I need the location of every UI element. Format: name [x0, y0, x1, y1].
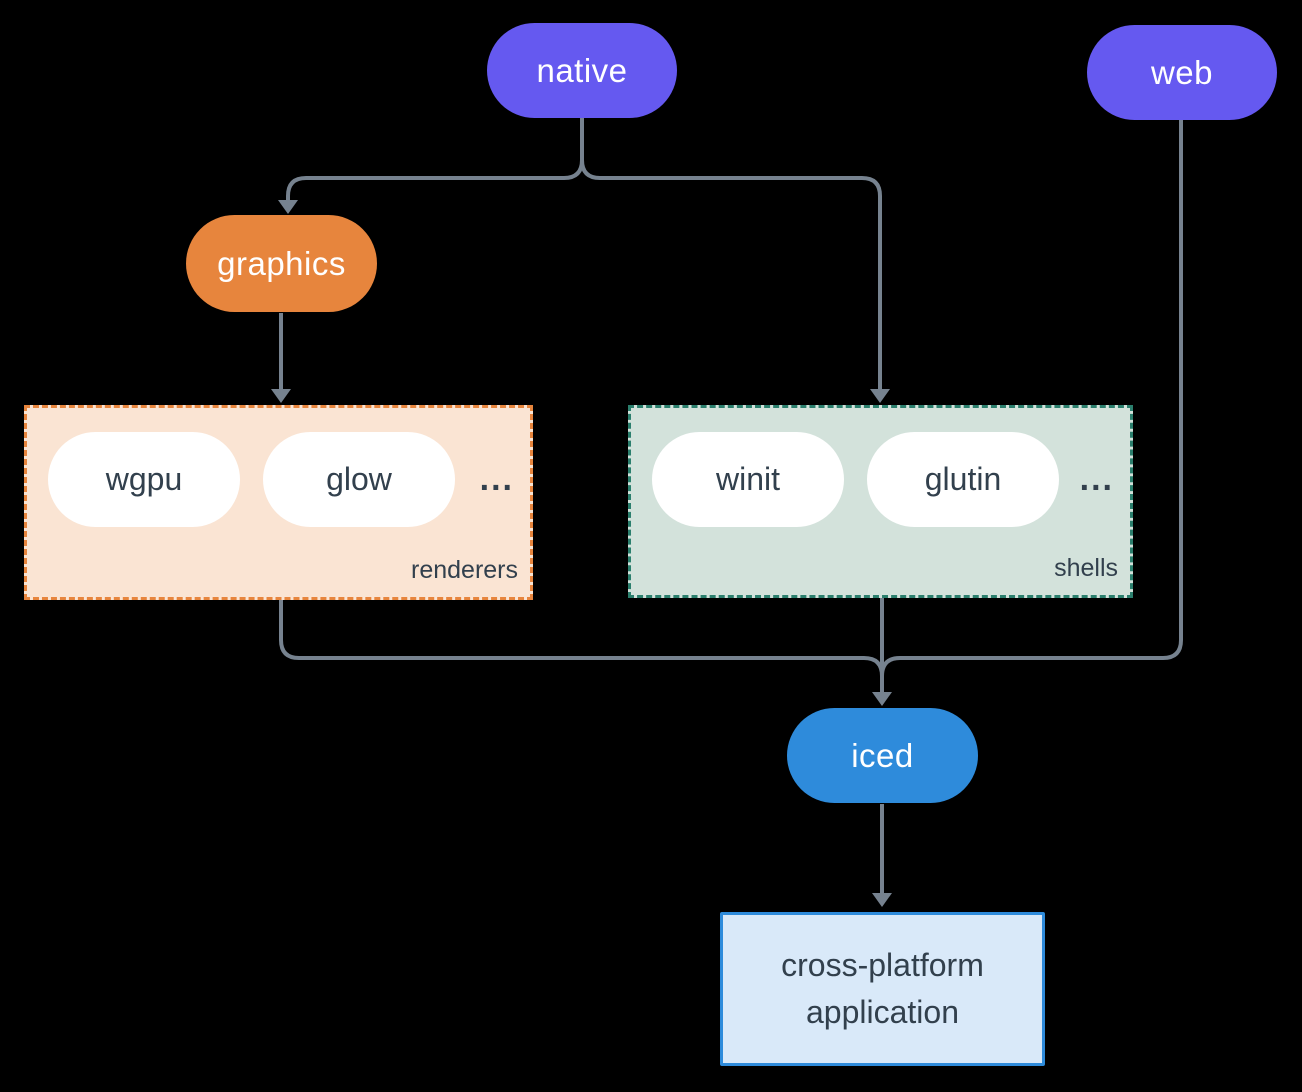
arrowhead-renderers: [271, 389, 291, 403]
shells-ellipsis: ...: [1079, 460, 1114, 498]
connector-web-to-iced: [880, 120, 1183, 677]
node-web: web: [1087, 25, 1277, 120]
shells-group-label: shells: [1054, 554, 1118, 582]
node-graphics-label: graphics: [217, 244, 346, 282]
renderers-ellipsis: ...: [479, 460, 514, 498]
arrowhead-graphics: [278, 200, 298, 214]
node-native-label: native: [536, 51, 628, 89]
connector-native-to-graphics: [286, 118, 584, 201]
node-winit: winit: [652, 432, 844, 527]
arrowhead-shells: [870, 389, 890, 403]
node-web-label: web: [1150, 53, 1214, 91]
node-iced-label: iced: [851, 736, 914, 774]
node-native: native: [487, 23, 677, 118]
node-iced: iced: [787, 708, 978, 803]
connector-native-to-shells: [580, 118, 882, 390]
node-glutin: glutin: [867, 432, 1059, 527]
node-glow-label: glow: [326, 461, 392, 497]
arrowhead-app: [872, 893, 892, 907]
node-glow: glow: [263, 432, 455, 527]
arrowhead-iced: [872, 692, 892, 706]
renderers-group-label: renderers: [411, 556, 518, 584]
node-graphics: graphics: [186, 215, 377, 312]
group-renderers: wgpu glow ... renderers: [24, 405, 533, 600]
node-wgpu-label: wgpu: [105, 461, 183, 497]
node-winit-label: winit: [715, 461, 780, 497]
app-label-line2: application: [806, 994, 959, 1030]
node-wgpu: wgpu: [48, 432, 240, 527]
connector-renderers-to-iced: [279, 600, 884, 677]
app-label-line1: cross-platform: [781, 947, 984, 983]
group-shells: winit glutin ... shells: [628, 405, 1133, 598]
node-cross-platform-application: cross-platform application: [720, 912, 1045, 1066]
node-glutin-label: glutin: [924, 461, 1002, 497]
